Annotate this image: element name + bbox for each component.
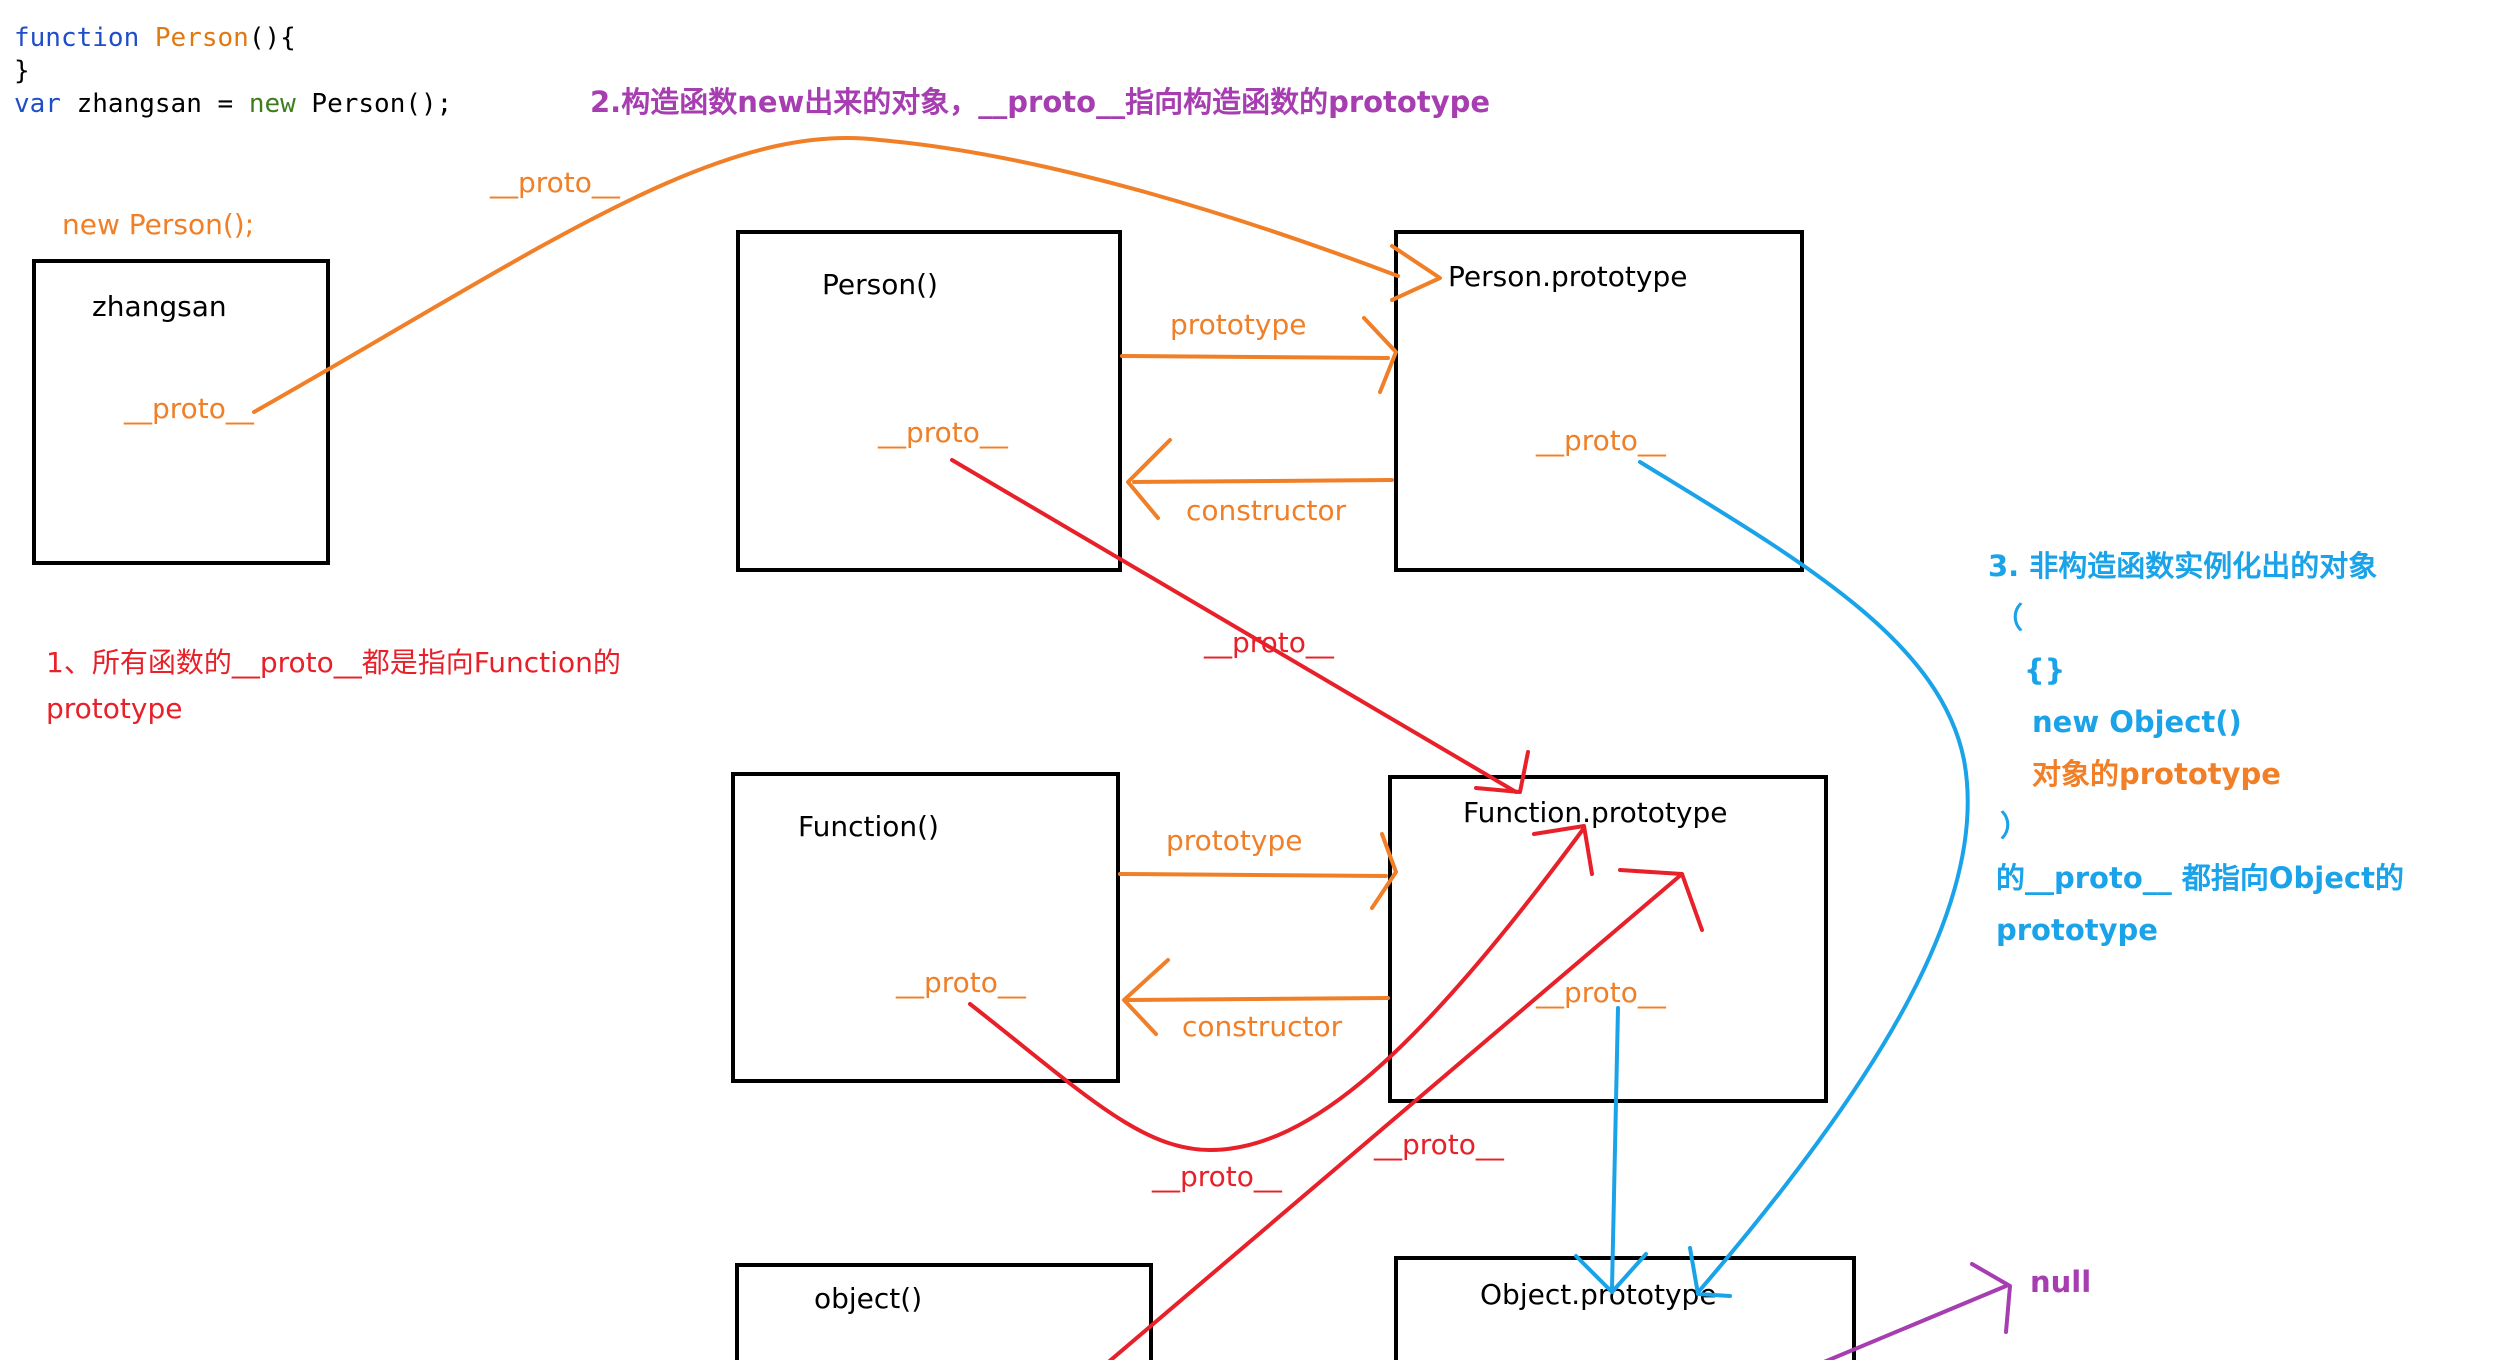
box-object-prototype-label: Object.prototype — [1480, 1278, 1717, 1311]
box-person: Person() — [736, 230, 1122, 572]
box-object-prototype: Object.prototype — [1394, 1256, 1856, 1360]
note-3-line-7: 的__proto__ 都指向Object的 — [1996, 861, 2404, 895]
note-3-line-6: ） — [2000, 809, 2029, 843]
label-proto-red-bottom-right: __proto__ — [1373, 1128, 1505, 1161]
arrowhead-person-prototype — [1362, 316, 1398, 394]
box-function-prototype: Function.prototype — [1388, 775, 1828, 1103]
box-function-label: Function() — [798, 810, 939, 843]
arrowhead-person-constructor — [1126, 438, 1172, 520]
arrowhead-function-proto-curve — [1532, 824, 1594, 876]
note-2-constructor-instance: 2.构造函数new出来的对象，__proto__指向构造函数的prototype — [590, 85, 1490, 119]
note-1-line-2: prototype — [46, 692, 182, 725]
svg-text:var zhangsan = new Person();: var zhangsan = new Person(); — [14, 89, 452, 119]
note-3-line-3: {} — [2024, 653, 2065, 687]
note-3-line-2: （ — [1994, 601, 2023, 635]
arrowhead-function-prototype — [1370, 832, 1398, 910]
note-3-line-1: 3. 非构造函数实例化出的对象 — [1988, 549, 2377, 583]
arrow-function-prototype-proto-to-object — [1610, 1006, 1620, 1290]
code-call: Person(); — [296, 89, 453, 119]
code-var-name: zhangsan = — [61, 89, 249, 119]
arrow-person-prototype — [1120, 354, 1390, 360]
code-fn-name: Person — [155, 23, 249, 53]
label-prototype-person: prototype — [1170, 308, 1306, 341]
note-3-line-4: new Object() — [2032, 705, 2242, 739]
arrow-person-prototype-proto-to-object — [1638, 460, 1970, 1292]
code-snippet: function Person(){ } var zhangsan = new … — [14, 23, 452, 119]
arrowhead-object-proto — [1618, 868, 1704, 932]
code-fn-paren: (){ — [249, 23, 296, 53]
code-keyword-var: var — [14, 89, 61, 119]
new-person-label: new Person(); — [62, 208, 254, 241]
arrowhead-person-prototype-proto — [1688, 1246, 1732, 1298]
arrow-person-proto-to-function-prototype — [950, 458, 1518, 794]
note-3-line-5: 对象的prototype — [2032, 757, 2281, 791]
label-proto-function: __proto__ — [895, 966, 1027, 999]
label-proto-person-prototype: __proto__ — [1535, 424, 1667, 457]
null-label: null — [2030, 1265, 2091, 1299]
arrowhead-person-proto — [1474, 750, 1530, 794]
arrowhead-function-prototype-proto — [1574, 1252, 1648, 1294]
arrow-object-proto — [1107, 872, 1684, 1360]
label-constructor-person: constructor — [1186, 494, 1347, 527]
label-proto-zhangsan: __proto__ — [123, 392, 255, 425]
code-keyword-function: function — [14, 23, 139, 53]
arrowhead-null — [1970, 1262, 2012, 1334]
note-1-line-1: 1、所有函数的__proto__都是指向Function的 — [46, 646, 621, 679]
note-3: 3. 非构造函数实例化出的对象 （ {} new Object() 对象的pro… — [1988, 549, 2404, 947]
note-3-line-8: prototype — [1996, 913, 2158, 947]
label-proto-red-bottom-left: __proto__ — [1151, 1160, 1283, 1193]
arrowhead-function-constructor — [1122, 958, 1170, 1036]
label-prototype-function: prototype — [1166, 824, 1302, 857]
arrowhead-zhangsan-proto — [1390, 244, 1442, 302]
label-proto-top: __proto__ — [489, 166, 621, 199]
arrow-function-constructor — [1126, 996, 1390, 1002]
box-object: object() — [735, 1263, 1153, 1360]
box-person-prototype-label: Person.prototype — [1448, 260, 1687, 293]
arrow-function-proto-curve — [968, 826, 1586, 1152]
code-line-2: } — [14, 56, 30, 86]
label-constructor-function: constructor — [1182, 1010, 1343, 1043]
arrow-person-constructor — [1132, 478, 1394, 484]
box-function: Function() — [731, 772, 1120, 1083]
arrow-zhangsan-proto — [252, 135, 1400, 414]
label-proto-person: __proto__ — [877, 416, 1009, 449]
svg-text:function Person(){: function Person(){ — [14, 23, 296, 53]
box-function-prototype-label: Function.prototype — [1463, 796, 1727, 829]
code-keyword-new: new — [249, 89, 296, 119]
arrow-function-prototype — [1118, 872, 1388, 878]
box-zhangsan-label: zhangsan — [92, 290, 227, 323]
box-object-label: object() — [814, 1282, 922, 1315]
label-proto-red-middle: __proto__ — [1203, 626, 1335, 659]
arrow-object-prototype-to-null — [1823, 1284, 2008, 1360]
code-space — [139, 23, 155, 53]
box-person-prototype: Person.prototype — [1394, 230, 1804, 572]
box-zhangsan: zhangsan — [32, 259, 330, 565]
box-person-label: Person() — [822, 268, 938, 301]
